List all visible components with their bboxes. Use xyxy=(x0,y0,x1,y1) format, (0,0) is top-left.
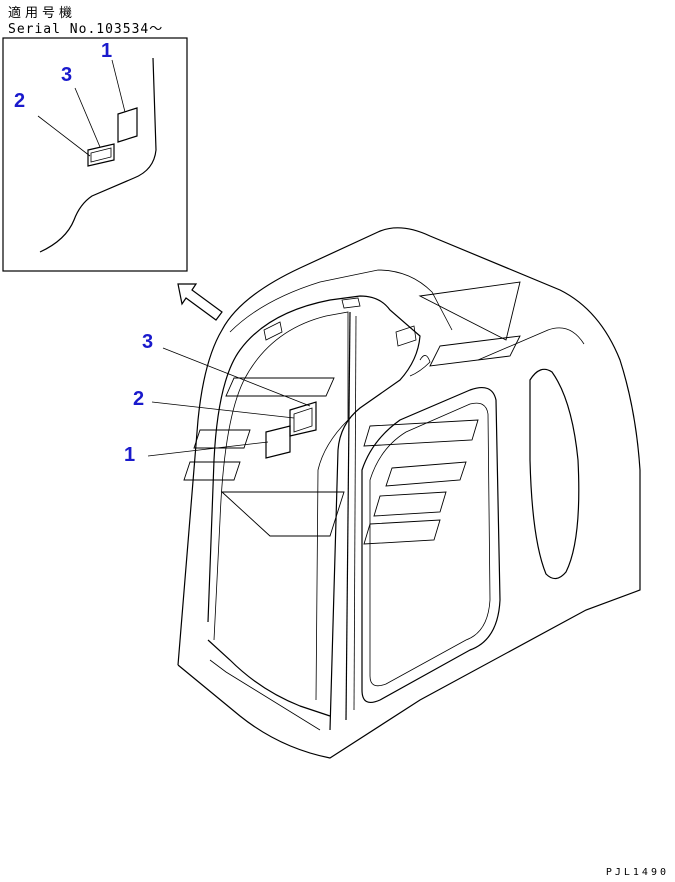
roof-detail-2 xyxy=(263,321,283,341)
main-leader-3 xyxy=(162,347,311,407)
roof-detail xyxy=(341,297,361,309)
cab-outer-shell xyxy=(177,227,641,759)
applicability-label: 適用号機 xyxy=(8,6,77,21)
main-callout-1: 1 xyxy=(124,444,136,466)
inset-leader-1 xyxy=(111,59,126,113)
roof-latch xyxy=(395,325,417,347)
lower-frame xyxy=(209,659,321,731)
inset-leader-2 xyxy=(37,115,91,157)
inset-callout-1: 1 xyxy=(101,40,113,62)
main-callout-3: 3 xyxy=(142,331,154,353)
cab-roof-line xyxy=(229,269,453,333)
main-plate-3 xyxy=(293,407,313,433)
main-leader-2 xyxy=(151,401,295,419)
inset-callout-3: 3 xyxy=(61,64,73,86)
door-window-inner xyxy=(369,402,491,687)
center-pillar xyxy=(345,311,351,721)
inset-plate-2 xyxy=(87,143,115,167)
inset-callout-2: 2 xyxy=(14,90,26,112)
inset-frame xyxy=(2,37,188,272)
inset-plate-3 xyxy=(90,147,112,163)
watermark-logo xyxy=(183,281,521,545)
inset-cab-edge xyxy=(39,57,157,253)
front-window-frame xyxy=(207,295,421,731)
rear-side-window xyxy=(529,368,580,580)
front-window-inner xyxy=(213,311,349,701)
drawing-code: PJL1490 xyxy=(605,867,669,878)
main-plate-1 xyxy=(265,425,291,459)
main-leader-1 xyxy=(147,441,269,457)
center-pillar-inner xyxy=(353,315,357,711)
door-handle-curve xyxy=(409,355,431,377)
inset-plate-1 xyxy=(117,107,138,143)
direction-arrow xyxy=(177,283,223,321)
rear-roof-curve xyxy=(477,327,585,361)
serial-number-label: Serial No.103534～ xyxy=(8,22,164,37)
inset-leader-3 xyxy=(74,87,101,148)
lower-window-sill xyxy=(207,639,331,717)
door-window xyxy=(361,387,501,703)
main-callout-2: 2 xyxy=(133,388,145,410)
